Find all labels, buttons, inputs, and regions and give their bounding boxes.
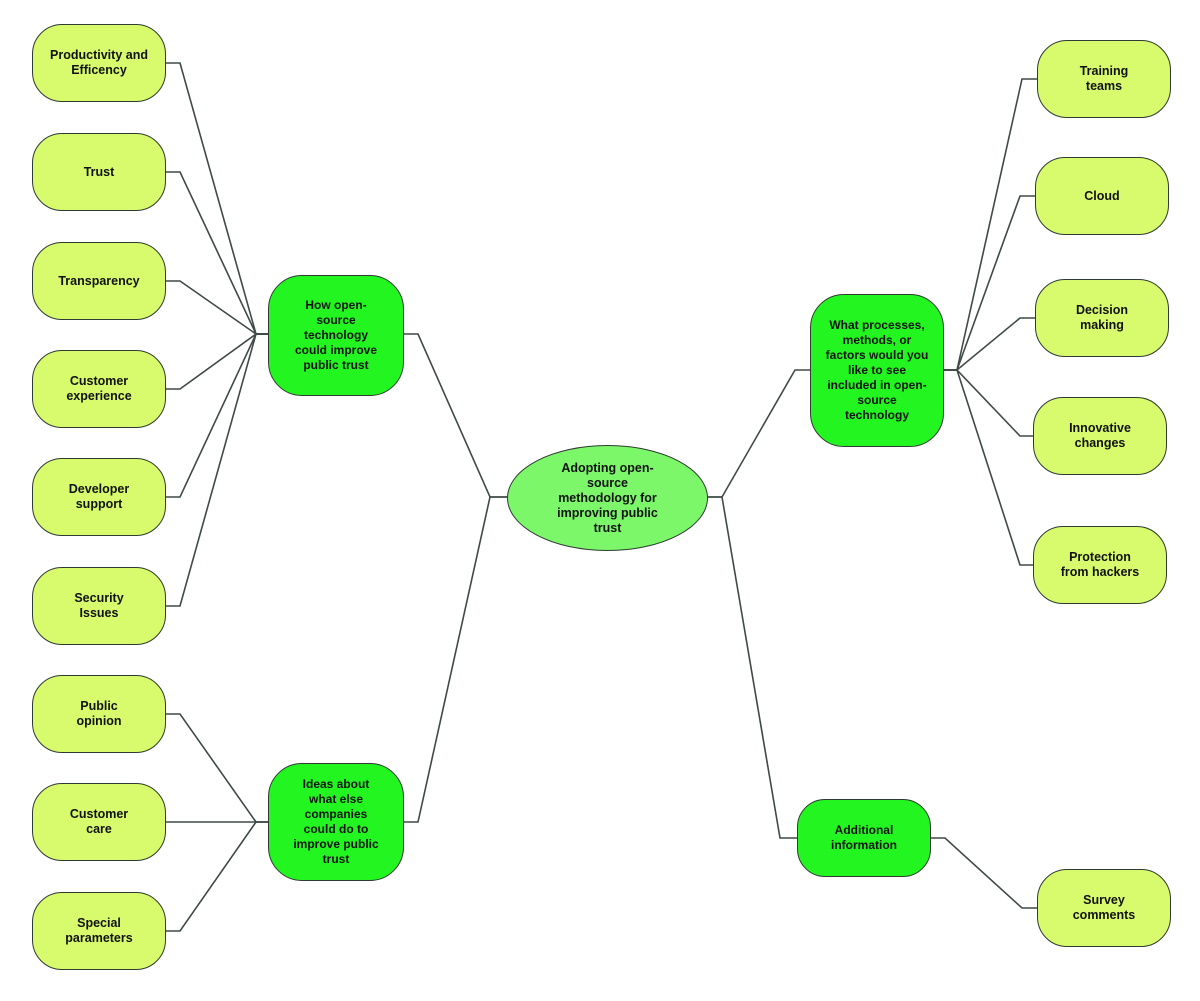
branch-processes-label: What processes, methods, or factors woul…	[825, 318, 929, 422]
leaf-special-parameters-label: Special parameters	[65, 916, 133, 945]
connector-training	[943, 78, 1037, 371]
connector-special-parameters	[165, 821, 268, 932]
leaf-customer-care[interactable]: Customer care	[32, 783, 166, 861]
branch-processes[interactable]: What processes, methods, or factors woul…	[810, 294, 944, 447]
leaf-customer-experience[interactable]: Customer experience	[32, 350, 166, 428]
leaf-public-opinion[interactable]: Public opinion	[32, 675, 166, 753]
leaf-trust[interactable]: Trust	[32, 133, 166, 211]
central-topic[interactable]: Adopting open-source methodology for imp…	[507, 445, 708, 551]
leaf-customer-care-label: Customer care	[69, 807, 129, 836]
leaf-decision-making-label: Decision making	[1075, 303, 1129, 332]
connector-innovative	[943, 369, 1033, 437]
connector-security	[165, 333, 268, 607]
leaf-cloud[interactable]: Cloud	[1035, 157, 1169, 235]
leaf-developer-support[interactable]: Developer support	[32, 458, 166, 536]
branch-public-trust-label: How open-source technology could improve…	[294, 298, 377, 372]
leaf-security-issues-label: Security Issues	[74, 591, 124, 620]
leaf-productivity[interactable]: Productivity and Efficency	[32, 24, 166, 102]
leaf-productivity-label: Productivity and Efficency	[50, 48, 148, 77]
leaf-innovative-changes[interactable]: Innovative changes	[1033, 397, 1167, 475]
branch-additional[interactable]: Additional information	[797, 799, 931, 877]
leaf-survey-comments-label: Survey comments	[1072, 893, 1136, 922]
connector-public-opinion	[165, 713, 268, 823]
leaf-developer-support-label: Developer support	[68, 482, 130, 511]
connector-trust	[165, 171, 268, 335]
leaf-trust-label: Trust	[83, 164, 115, 179]
connector-center-processes	[708, 369, 810, 498]
connector-center-public-trust	[404, 333, 507, 498]
leaf-security-issues[interactable]: Security Issues	[32, 567, 166, 645]
branch-companies-label: Ideas about what else companies could do…	[293, 777, 379, 866]
leaf-training-teams[interactable]: Training teams	[1037, 40, 1171, 118]
connector-center-additional	[708, 496, 797, 839]
connector-productivity	[165, 62, 268, 335]
leaf-transparency-label: Transparency	[58, 273, 140, 288]
leaf-customer-experience-label: Customer experience	[66, 374, 132, 403]
leaf-innovative-changes-label: Innovative changes	[1069, 421, 1131, 450]
connector-survey	[930, 837, 1037, 909]
central-topic-label: Adopting open-source methodology for imp…	[557, 460, 658, 535]
leaf-transparency[interactable]: Transparency	[32, 242, 166, 320]
branch-additional-label: Additional information	[831, 823, 897, 852]
leaf-protection-from-hackers-label: Protection from hackers	[1060, 550, 1140, 579]
connector-protection	[943, 369, 1033, 566]
leaf-public-opinion-label: Public opinion	[76, 699, 122, 728]
leaf-training-teams-label: Training teams	[1079, 64, 1129, 93]
leaf-decision-making[interactable]: Decision making	[1035, 279, 1169, 357]
leaf-protection-from-hackers[interactable]: Protection from hackers	[1033, 526, 1167, 604]
leaf-special-parameters[interactable]: Special parameters	[32, 892, 166, 970]
connector-center-companies	[404, 496, 507, 823]
leaf-cloud-label: Cloud	[1084, 188, 1120, 203]
branch-companies[interactable]: Ideas about what else companies could do…	[268, 763, 404, 881]
connector-decision	[943, 317, 1035, 371]
leaf-survey-comments[interactable]: Survey comments	[1037, 869, 1171, 947]
branch-public-trust[interactable]: How open-source technology could improve…	[268, 275, 404, 396]
